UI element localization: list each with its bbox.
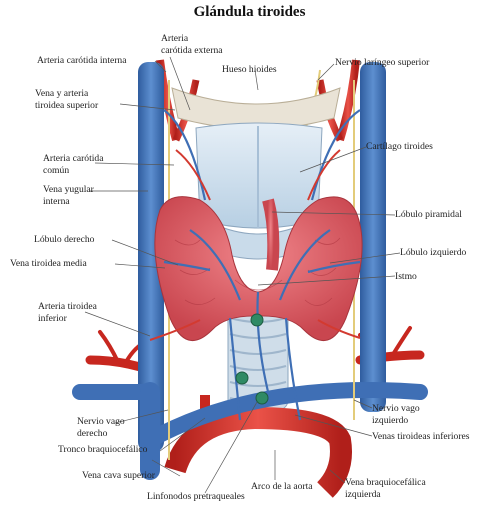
label-arteria-carotida-externa-2: carótida externa: [161, 45, 223, 56]
diagram-title: Glándula tiroides: [0, 4, 499, 21]
label-arteria-tiroidea-inferior-2: inferior: [38, 313, 67, 324]
label-arteria-tiroidea-inferior-1: Arteria tiroidea: [38, 301, 97, 312]
label-vena-braquiocefalica-izquierda-2: izquierda: [345, 489, 381, 500]
label-linfonodos-pretraqueales: Linfonodos pretraqueales: [147, 491, 245, 502]
label-nervio-vago-izquierdo-2: izquierdo: [372, 415, 408, 426]
label-arteria-carotida-comun-1: Arteria carótida: [43, 153, 103, 164]
label-vena-braquiocefalica-izquierda-1: Vena braquiocefálica: [345, 477, 426, 488]
label-istmo: Istmo: [395, 271, 417, 282]
label-nervio-vago-derecho-1: Nervio vago: [77, 416, 125, 427]
label-arteria-carotida-comun-2: común: [43, 165, 69, 176]
label-vena-yugular-interna-2: interna: [43, 196, 70, 207]
label-venas-tiroideas-inferiores: Venas tiroideas inferiores: [372, 431, 470, 442]
label-tronco-braquiocefalico: Tronco braquiocefálico: [58, 444, 147, 455]
label-nervio-vago-izquierdo-1: Nervio vago: [372, 403, 420, 414]
label-arteria-carotida-interna: Arteria carótida interna: [37, 55, 127, 66]
label-nervio-vago-derecho-2: derecho: [77, 428, 107, 439]
label-arteria-carotida-externa-1: Arteria: [161, 33, 188, 44]
label-vena-arteria-tiroidea-superior-2: tiroidea superior: [35, 100, 98, 111]
label-vena-cava-superior: Vena cava superior: [82, 470, 155, 481]
label-lobulo-piramidal: Lóbulo piramidal: [395, 209, 462, 220]
label-arco-aorta: Arco de la aorta: [251, 481, 313, 492]
label-vena-tiroidea-media: Vena tiroidea media: [10, 258, 87, 269]
label-nervio-laringeo-superior: Nervio laríngeo superior: [335, 57, 429, 68]
label-vena-arteria-tiroidea-superior-1: Vena y arteria: [35, 88, 88, 99]
label-lobulo-izquierdo: Lóbulo izquierdo: [400, 247, 466, 258]
label-vena-yugular-interna-1: Vena yugular: [43, 184, 94, 195]
label-hueso-hioides: Hueso hioides: [222, 64, 277, 75]
label-cartilago-tiroides: Cartílago tiroides: [366, 141, 433, 152]
label-lobulo-derecho: Lóbulo derecho: [34, 234, 94, 245]
